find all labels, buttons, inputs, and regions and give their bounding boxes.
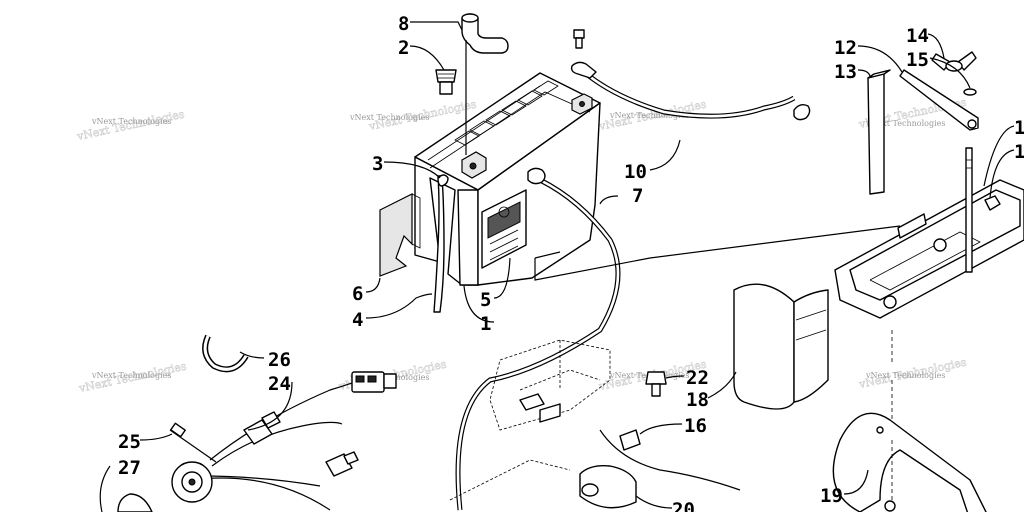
wing-nut bbox=[931, 51, 977, 72]
battery-cover bbox=[733, 283, 829, 410]
hold-down-bracket bbox=[867, 69, 891, 195]
callout-27: 27 bbox=[118, 457, 141, 479]
callout-10: 10 bbox=[624, 161, 647, 183]
vent-tube bbox=[433, 175, 445, 313]
negative-cable bbox=[455, 167, 621, 511]
hold-down-rod bbox=[965, 147, 973, 273]
positive-cable bbox=[570, 61, 811, 121]
callout-24: 24 bbox=[268, 373, 291, 395]
watermark: vNext Technologies bbox=[609, 111, 689, 120]
callout-15: 15 bbox=[906, 49, 929, 71]
callout-20: 20 bbox=[672, 499, 695, 512]
hold-down-strap bbox=[899, 69, 979, 131]
wiring-harness bbox=[189, 379, 361, 511]
callout-6: 6 bbox=[352, 283, 363, 305]
callout-3: 3 bbox=[372, 153, 383, 175]
watermark: vNext Technologies bbox=[91, 371, 171, 380]
harness-connector bbox=[351, 371, 397, 393]
terminal-bolt bbox=[573, 29, 585, 49]
callout-4: 4 bbox=[352, 309, 363, 331]
callout-8: 8 bbox=[398, 13, 409, 35]
callout-16: 16 bbox=[684, 415, 707, 437]
guide-lines bbox=[534, 225, 901, 500]
battery bbox=[414, 72, 601, 286]
watermark: vNext Technologies bbox=[865, 371, 945, 380]
callout-19: 19 bbox=[820, 485, 843, 507]
callout-26: 26 bbox=[268, 349, 291, 371]
hex-nut bbox=[619, 429, 641, 451]
callout-13: 13 bbox=[834, 61, 857, 83]
tube-clip bbox=[437, 174, 449, 187]
callout-7: 7 bbox=[632, 185, 643, 207]
terminal-cap bbox=[461, 13, 509, 54]
solenoid bbox=[579, 429, 741, 509]
frame-bracket bbox=[449, 339, 611, 501]
watermark: vNext Technologies bbox=[91, 117, 171, 126]
callout-5: 5 bbox=[480, 289, 491, 311]
ring-clamp bbox=[202, 334, 249, 373]
support-bracket bbox=[832, 412, 987, 512]
watermark: vNext Technologies bbox=[349, 113, 429, 122]
callout-18: 18 bbox=[686, 389, 709, 411]
vent-fitting bbox=[435, 69, 457, 95]
watermark: vNext Technologies bbox=[865, 119, 945, 128]
callout-14: 14 bbox=[906, 25, 929, 47]
callout-11-partial: 1 bbox=[1014, 141, 1024, 163]
washer bbox=[963, 88, 977, 96]
leader-lines bbox=[99, 21, 1015, 512]
diode bbox=[169, 422, 217, 463]
callout-1: 1 bbox=[480, 313, 491, 335]
callout-labels: 8 2 3 6 4 5 1 7 10 12 13 14 15 1 1 26 24… bbox=[118, 13, 1024, 512]
callout-22: 22 bbox=[686, 367, 709, 389]
tray-nut bbox=[984, 195, 1001, 211]
callout-11-partial: 1 bbox=[1014, 117, 1024, 139]
key-switch bbox=[117, 461, 213, 512]
callout-2: 2 bbox=[398, 37, 409, 59]
callout-12: 12 bbox=[834, 37, 857, 59]
callout-25: 25 bbox=[118, 431, 141, 453]
battery-tray bbox=[834, 179, 1024, 319]
battery-pad bbox=[379, 193, 413, 277]
mount-bolt bbox=[645, 371, 667, 397]
frame-clip bbox=[519, 393, 561, 423]
